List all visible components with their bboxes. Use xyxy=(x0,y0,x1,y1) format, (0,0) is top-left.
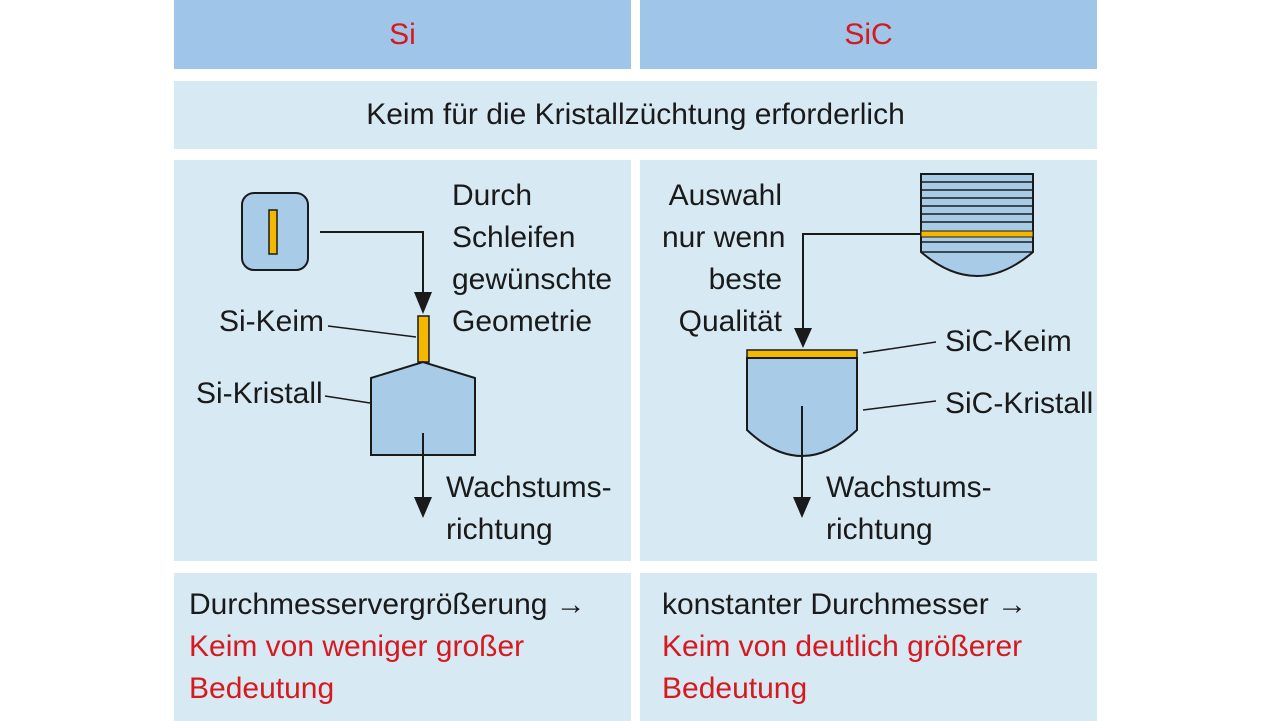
si-growth-arrowhead xyxy=(414,497,432,518)
header-si: Si xyxy=(174,0,631,69)
si-seed xyxy=(417,315,430,363)
sic-growth-line-1: Wachstums- xyxy=(826,471,992,504)
header-sic-label: SiC xyxy=(844,17,893,51)
si-note-line-1: Durch xyxy=(452,179,533,212)
si-seed-leader xyxy=(327,325,417,338)
sic-crystal-label: SiC-Kristall xyxy=(945,387,1094,420)
sic-seed xyxy=(746,349,858,359)
header-sic: SiC xyxy=(640,0,1097,69)
si-footer-line-1: Durchmesservergrößerung → xyxy=(189,588,586,621)
si-note-line-3: gewünschte xyxy=(452,263,613,296)
sic-footer-text: konstanter Durchmesser → Keim von deutli… xyxy=(662,584,1027,710)
si-transfer-arrow xyxy=(320,231,424,304)
si-note-line-2: Schleifen xyxy=(452,221,576,254)
sic-note-line-3: beste xyxy=(708,263,782,296)
sic-seed-leader xyxy=(862,341,937,354)
si-crystal-label: Si-Kristall xyxy=(196,377,323,410)
si-growth-line-1: Wachstums- xyxy=(446,471,612,504)
si-note-line-4: Geometrie xyxy=(452,305,593,338)
sic-note-line-1: Auswahl xyxy=(668,179,782,212)
sic-growth-line-2: richtung xyxy=(826,513,933,546)
sic-transfer-arrow xyxy=(802,233,921,330)
seed-required-banner: Keim für die Kristallzüchtung erforderli… xyxy=(174,81,1097,149)
si-growth-line-2: richtung xyxy=(446,513,553,546)
si-source-seed-mark xyxy=(268,209,278,255)
sic-footer-line-3: Bedeutung xyxy=(662,672,808,705)
si-grinding-note: Durch Schleifen gewünschte Geometrie xyxy=(452,175,612,343)
banner-text: Keim für die Kristallzüchtung erforderli… xyxy=(366,98,905,131)
si-seed-label: Si-Keim xyxy=(219,305,325,338)
sic-transfer-arrowhead xyxy=(794,328,812,348)
si-crystal-leader xyxy=(324,395,371,404)
sic-footer-line-1: konstanter Durchmesser → xyxy=(662,588,1028,621)
sic-boule-slices xyxy=(921,181,1033,253)
sic-footer-panel xyxy=(640,573,1097,721)
si-growth-label: Wachstums- richtung xyxy=(446,467,612,551)
sic-note-line-2: nur wenn xyxy=(662,221,786,254)
header-si-label: Si xyxy=(389,17,416,51)
sic-selected-wafer xyxy=(920,230,1034,238)
si-footer-text: Durchmesservergrößerung → Keim von wenig… xyxy=(189,584,586,710)
si-footer-line-2: Keim von weniger großer xyxy=(189,630,525,663)
sic-note-line-4: Qualität xyxy=(678,305,782,338)
si-footer-line-3: Bedeutung xyxy=(189,672,335,705)
sic-selection-note: Auswahl nur wenn beste Qualität xyxy=(662,175,786,343)
si-crystal xyxy=(370,360,476,456)
sic-seed-label: SiC-Keim xyxy=(945,325,1072,358)
sic-crystal-leader xyxy=(862,400,937,411)
si-transfer-arrowhead xyxy=(414,292,432,314)
sic-footer-line-2: Keim von deutlich größerer xyxy=(662,630,1023,663)
sic-growth-arrowhead xyxy=(793,497,811,518)
si-footer-panel xyxy=(174,573,631,721)
sic-growth-label: Wachstums- richtung xyxy=(826,467,992,551)
